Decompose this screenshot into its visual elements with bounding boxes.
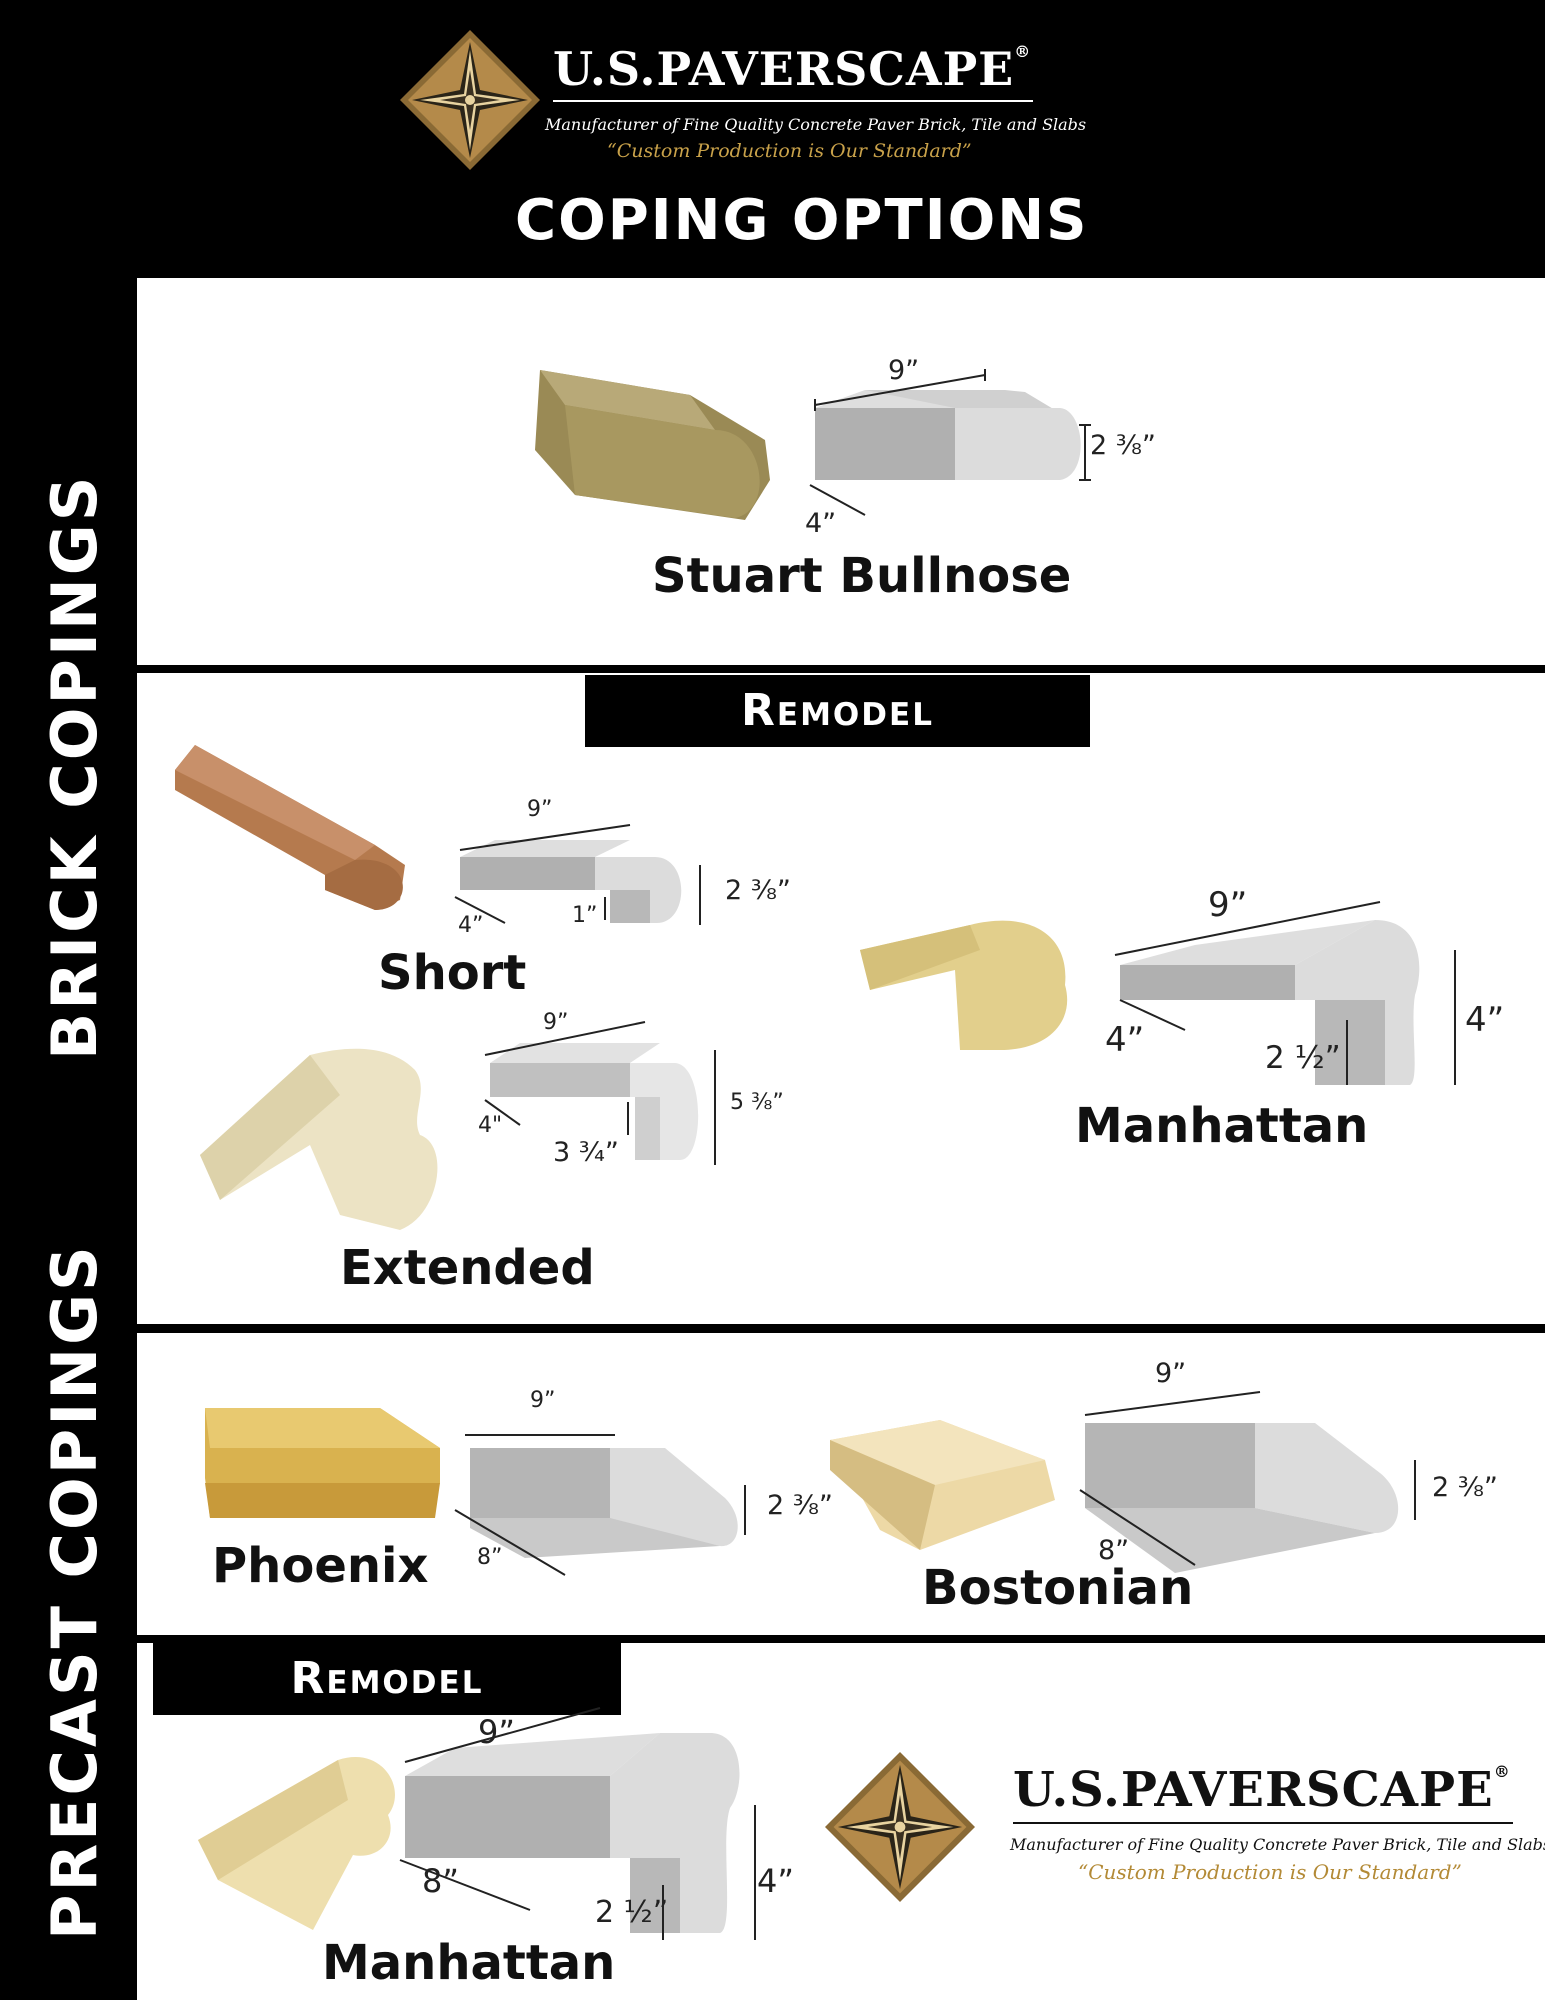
short-height-label: 2 ⅜” <box>725 875 791 906</box>
manhattan-brick-diagram <box>1120 920 1420 1085</box>
bostonian-height-label: 2 ⅜” <box>1432 1472 1498 1503</box>
page-title: COPING OPTIONS <box>515 188 1089 253</box>
brand-tagline: “Custom Production is Our Standard” <box>607 140 972 162</box>
remodel-banner-brick: Remodel <box>585 675 1090 747</box>
extended-brick-photo <box>200 1048 438 1230</box>
phoenix-paver-photo <box>205 1408 440 1518</box>
manhattan-precast-lip-label: 2 ½” <box>595 1895 669 1930</box>
short-depth-label: 4” <box>458 913 484 938</box>
extended-depth-label: 4" <box>478 1113 503 1138</box>
phoenix-depth-label: 8” <box>477 1545 503 1570</box>
extended-height-label: 5 ⅜” <box>730 1090 784 1115</box>
manhattan-precast-name: Manhattan <box>322 1935 616 1991</box>
bostonian-name: Bostonian <box>922 1560 1194 1616</box>
extended-name: Extended <box>340 1240 595 1296</box>
manhattan-precast-dim-lines <box>399 1707 756 1940</box>
stuart-bullnose-name: Stuart Bullnose <box>652 548 1072 604</box>
brand-subtitle: Manufacturer of Fine Quality Concrete Pa… <box>545 115 1087 134</box>
phoenix-name: Phoenix <box>212 1538 429 1594</box>
manhattan-brick-name: Manhattan <box>1075 1098 1369 1154</box>
manhattan-brick-width-label: 9” <box>1208 885 1248 925</box>
extended-dim-lines <box>484 1021 716 1165</box>
stuart-width-label: 9” <box>888 355 920 386</box>
footer-compass-logo-icon <box>825 1752 975 1902</box>
footer-brand-underline <box>1013 1822 1513 1824</box>
short-width-label: 9” <box>527 797 553 822</box>
footer-brand-tagline: “Custom Production is Our Standard” <box>1078 1860 1462 1884</box>
brand-name: U.S.PAVERSCAPE <box>553 42 1015 96</box>
short-lip-label: 1” <box>572 903 598 928</box>
manhattan-brick-depth-label: 4” <box>1105 1020 1145 1060</box>
stuart-depth-label: 4” <box>805 508 837 539</box>
phoenix-dim-lines <box>454 1434 746 1576</box>
registered-mark: ® <box>1014 42 1032 61</box>
stuart-dim-lines <box>809 369 1091 516</box>
short-name: Short <box>378 945 527 1001</box>
extended-width-label: 9” <box>543 1010 569 1035</box>
manhattan-brick-height-label: 4” <box>1465 1000 1505 1040</box>
stuart-brick-photo <box>535 370 770 520</box>
brand-underline <box>553 100 1033 102</box>
manhattan-precast-depth-label: 8” <box>422 1862 459 1900</box>
footer-registered-mark: ® <box>1493 1762 1511 1781</box>
bostonian-depth-label: 8” <box>1098 1535 1130 1566</box>
short-dim-lines <box>454 824 701 925</box>
short-diagram <box>460 840 682 924</box>
compass-logo-icon <box>400 30 540 170</box>
bostonian-diagram <box>1085 1423 1399 1573</box>
stuart-diagram <box>815 390 1081 480</box>
manhattan-precast-height-label: 4” <box>757 1862 794 1900</box>
bostonian-width-label: 9” <box>1155 1358 1187 1389</box>
stuart-height-label: 2 ⅜” <box>1090 430 1156 461</box>
manhattan-precast-photo <box>198 1757 395 1930</box>
side-label-brick: BRICK COPINGS <box>38 473 111 1060</box>
manhattan-brick-lip-label: 2 ½” <box>1265 1040 1341 1076</box>
bostonian-dim-lines <box>1079 1391 1416 1566</box>
side-label-precast: PRECAST COPINGS <box>38 1243 111 1940</box>
manhattan-brick-photo <box>860 920 1068 1050</box>
phoenix-height-label: 2 ⅜” <box>767 1490 833 1521</box>
remodel-banner-precast: Remodel <box>153 1643 621 1715</box>
manhattan-precast-diagram <box>405 1733 740 1933</box>
phoenix-diagram <box>470 1448 738 1558</box>
bostonian-paver-photo <box>830 1420 1055 1550</box>
extended-diagram <box>490 1043 699 1160</box>
footer-brand-name: U.S.PAVERSCAPE <box>1013 1762 1494 1818</box>
manhattan-precast-width-label: 9” <box>478 1713 515 1751</box>
short-brick-photo <box>175 745 405 910</box>
phoenix-width-label: 9” <box>530 1388 556 1413</box>
footer-brand-subtitle: Manufacturer of Fine Quality Concrete Pa… <box>1010 1835 1545 1854</box>
extended-lip-label: 3 ¾” <box>553 1137 619 1168</box>
manhattan-brick-dim-lines <box>1114 901 1456 1085</box>
